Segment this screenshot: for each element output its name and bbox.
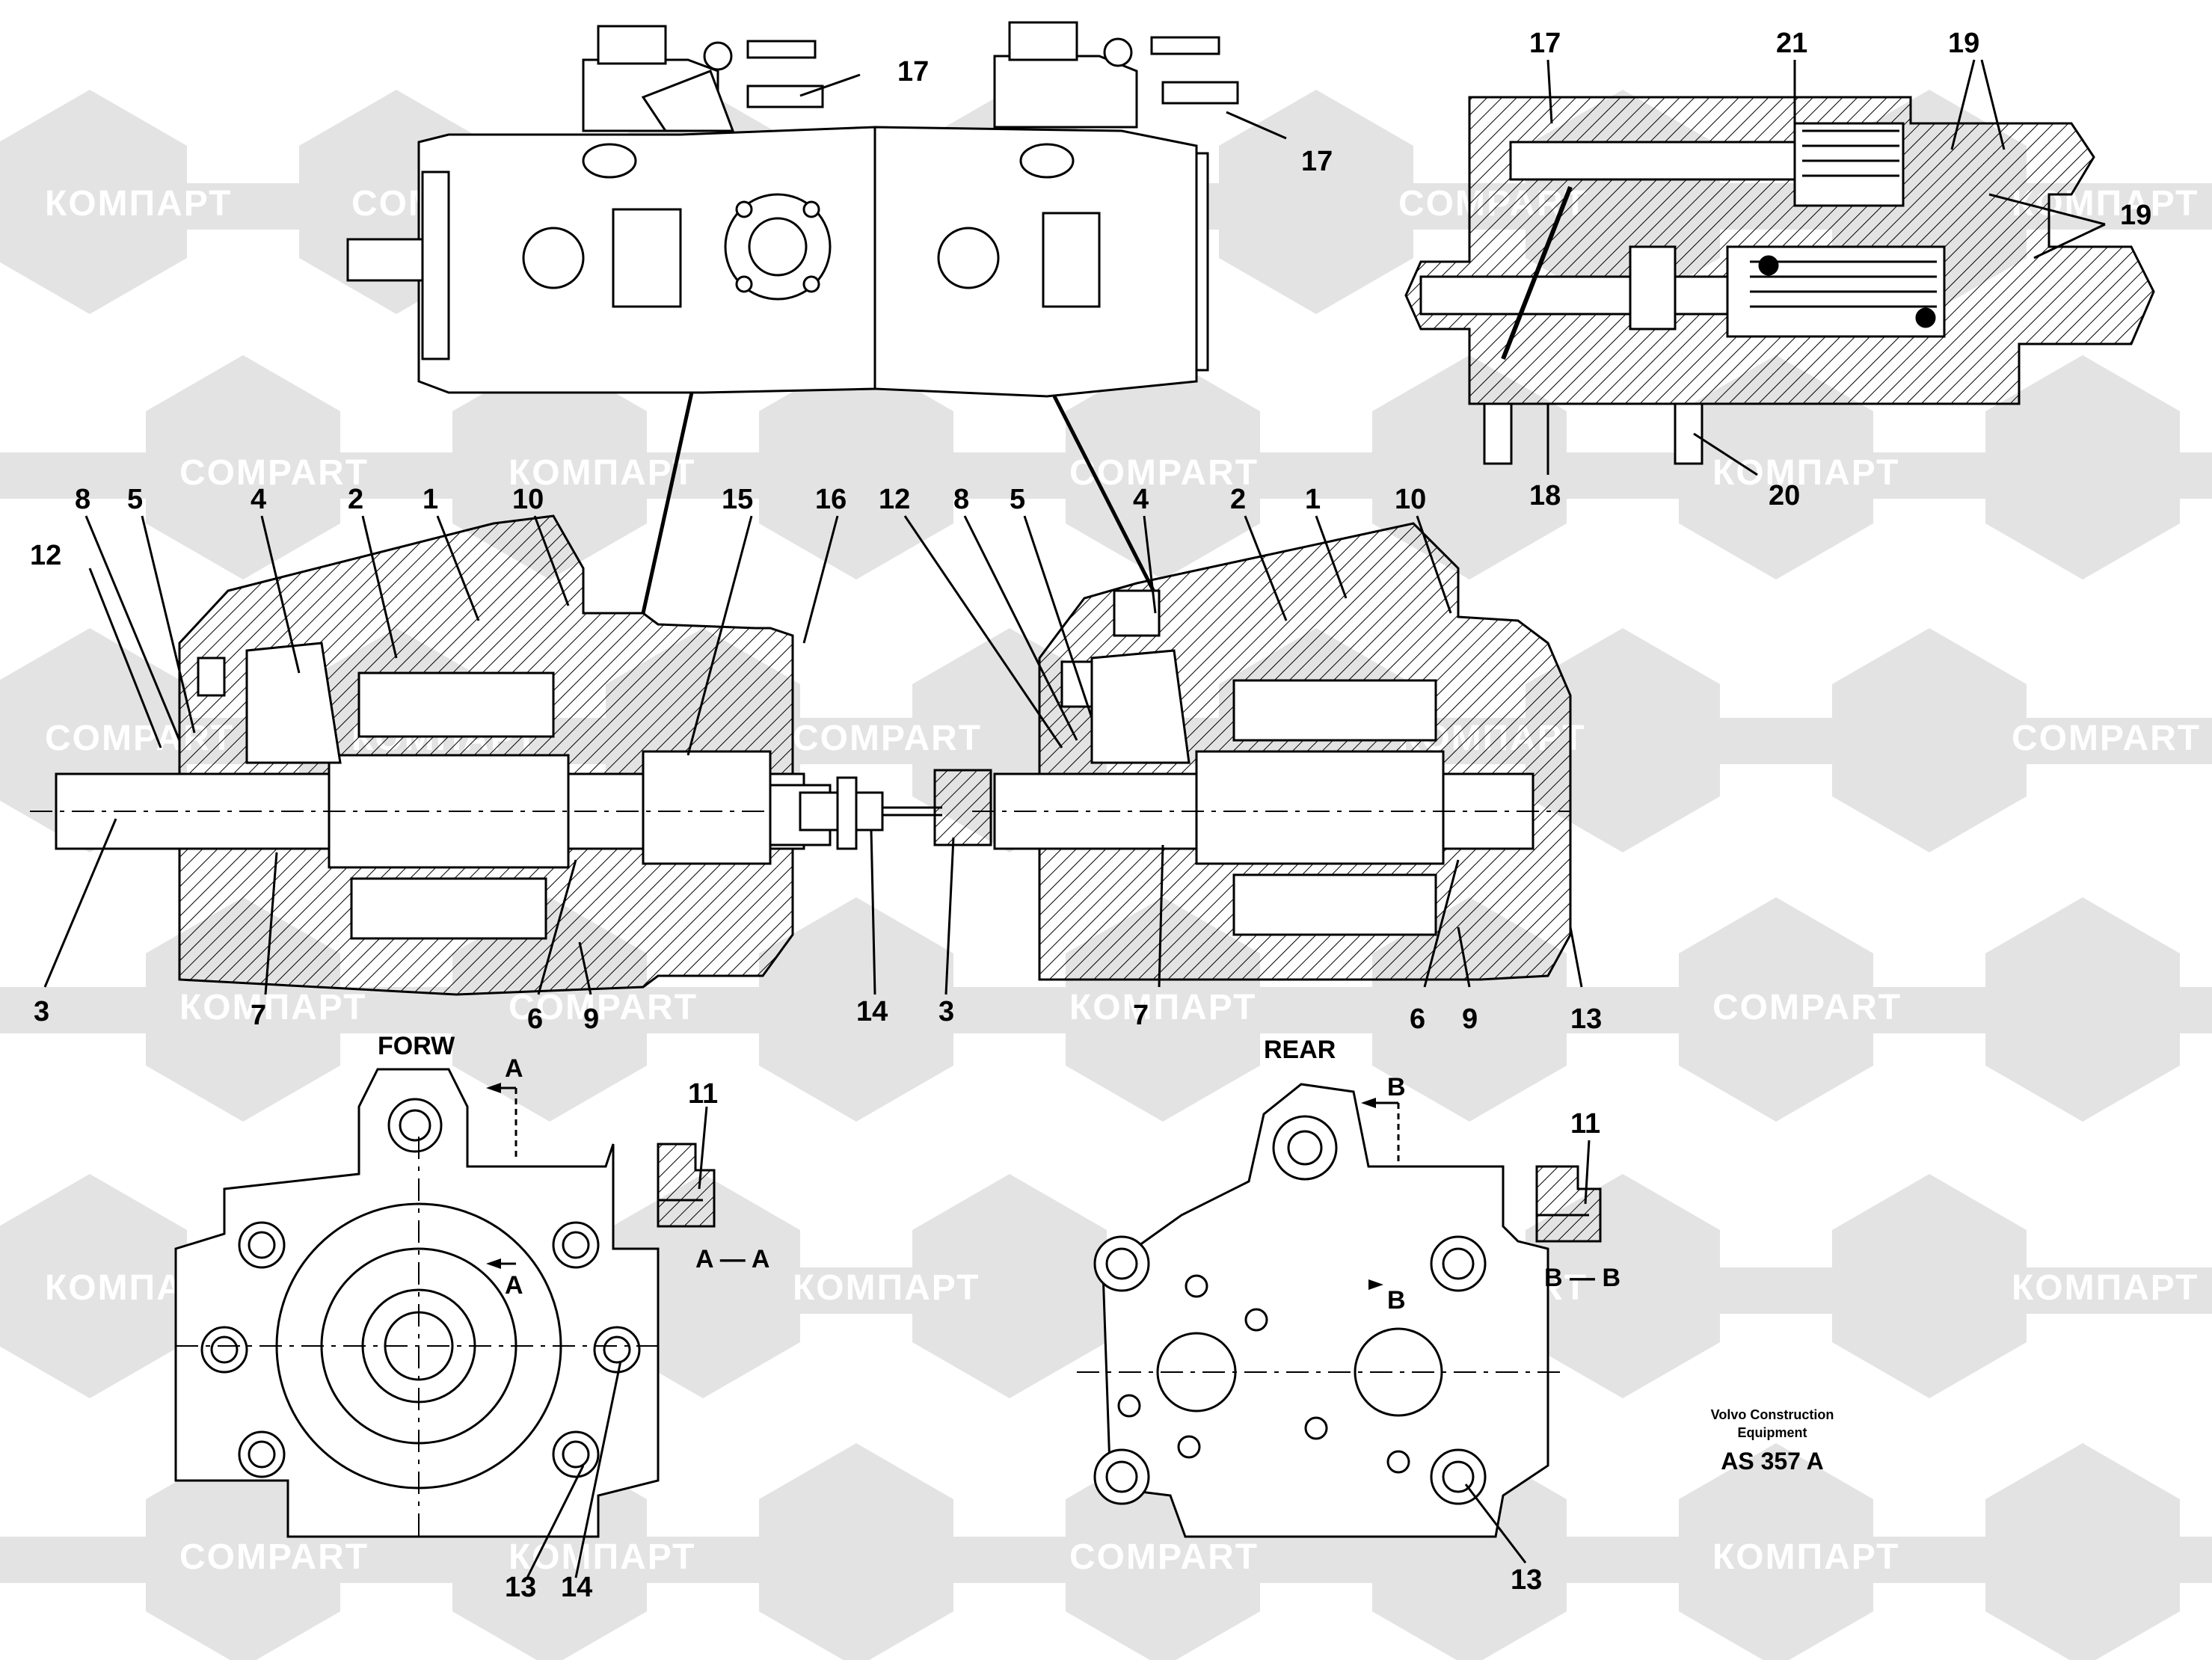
section-arrows <box>486 1083 1398 1290</box>
rear-pump-section <box>972 522 1572 981</box>
watermark-text: КОМПАРТ <box>509 453 695 493</box>
callout-21: 21 <box>1776 28 1807 59</box>
coupling <box>799 769 992 850</box>
callout-13-forw: 13 <box>505 1572 536 1603</box>
drawing-caption: Volvo Construction Equipment AS 357 A <box>1711 1407 1834 1475</box>
callout-14-forw: 14 <box>561 1572 592 1603</box>
watermark-text: КОМПАРТ <box>179 988 366 1027</box>
section-a-mid: A <box>505 1271 523 1300</box>
callout-9-front: 9 <box>583 1003 599 1035</box>
watermark-text: КОМПАРТ <box>1712 453 1899 493</box>
callout-17-rear: 17 <box>1301 146 1333 177</box>
callout-5-rear: 5 <box>1010 484 1025 515</box>
section-aa-detail <box>657 1143 716 1228</box>
callout-7-front: 7 <box>251 1000 266 1031</box>
callout-10-rear: 10 <box>1395 484 1426 515</box>
caption-drawing-code: AS 357 A <box>1721 1448 1824 1475</box>
callout-13-rear-section: 13 <box>1570 1003 1602 1035</box>
callout-4-front: 4 <box>251 484 266 515</box>
callout-16: 16 <box>815 484 847 515</box>
callout-17-valve: 17 <box>1529 28 1561 59</box>
watermark-text: COMPART <box>793 719 982 758</box>
watermark-text: COMPART <box>1069 1537 1259 1577</box>
callout-1-rear: 1 <box>1305 484 1321 515</box>
watermark-text: КОМПАРТ <box>509 1537 695 1577</box>
callout-1-front: 1 <box>423 484 438 515</box>
callout-4-rear: 4 <box>1133 484 1149 515</box>
callout-numbers: 17 17 17 21 19 19 18 20 8 5 4 2 1 10 15 … <box>30 28 2151 1603</box>
watermark-text: КОМПАРТ <box>45 184 232 224</box>
watermark-text: COMPART <box>509 988 698 1027</box>
callout-13-rear-view: 13 <box>1511 1564 1542 1596</box>
callout-20: 20 <box>1769 480 1800 511</box>
callout-14-mid: 14 <box>856 996 888 1027</box>
callout-17-front: 17 <box>897 56 929 87</box>
rear-end-view <box>1077 1083 1563 1538</box>
callout-3-rear: 3 <box>938 996 954 1027</box>
callout-19-top: 19 <box>1948 28 1979 59</box>
section-a-top: A <box>505 1054 523 1083</box>
watermark-text: КОМПАРТ <box>1712 1537 1899 1577</box>
callout-6-front: 6 <box>527 1003 543 1035</box>
watermark-text: COMPART <box>179 453 369 493</box>
front-pump-section <box>30 514 832 996</box>
callout-15: 15 <box>722 484 753 515</box>
control-valve-section <box>1404 96 2155 465</box>
callout-18: 18 <box>1529 480 1561 511</box>
caption-company-line1: Volvo Construction <box>1711 1407 1834 1422</box>
view-rear-label: REAR <box>1264 1036 1336 1064</box>
callout-10-front: 10 <box>512 484 544 515</box>
callout-8-front: 8 <box>75 484 90 515</box>
callout-19-side: 19 <box>2120 200 2151 231</box>
front-end-view <box>174 1068 660 1538</box>
callout-11-a: 11 <box>688 1078 718 1110</box>
section-bb-title: B — B <box>1544 1264 1620 1292</box>
callout-7-rear: 7 <box>1133 1000 1149 1031</box>
view-forw-label: FORW <box>378 1032 455 1060</box>
watermark-text: КОМПАРТ <box>2012 1268 2199 1308</box>
view-labels: FORW REAR A A B B A — A B — B <box>378 1032 1620 1315</box>
section-b-mid: B <box>1387 1286 1406 1315</box>
callout-5-front: 5 <box>127 484 143 515</box>
section-aa-title: A — A <box>695 1245 769 1273</box>
section-b-top: B <box>1387 1073 1406 1101</box>
watermark-text: КОМПАРТ <box>1069 988 1256 1027</box>
caption-company-line2: Equipment <box>1738 1425 1807 1440</box>
watermark-text: COMPART <box>179 1537 369 1577</box>
callout-12-rear: 12 <box>879 484 910 515</box>
leader-lines <box>43 59 2106 1578</box>
callout-9-rear: 9 <box>1462 1003 1478 1035</box>
callout-2-front: 2 <box>348 484 363 515</box>
pump-exterior-view <box>346 21 1239 614</box>
callout-12-front: 12 <box>30 540 61 571</box>
section-bb-detail <box>1535 1165 1602 1243</box>
callout-11-b: 11 <box>1570 1108 1600 1140</box>
watermark-text: COMPART <box>1712 988 1902 1027</box>
callout-8-rear: 8 <box>953 484 969 515</box>
callout-3-front: 3 <box>34 996 49 1027</box>
callout-2-rear: 2 <box>1230 484 1246 515</box>
callout-6-rear: 6 <box>1410 1003 1425 1035</box>
watermark-text: КОМПАРТ <box>793 1268 980 1308</box>
watermark-text: COMPART <box>2012 719 2201 758</box>
